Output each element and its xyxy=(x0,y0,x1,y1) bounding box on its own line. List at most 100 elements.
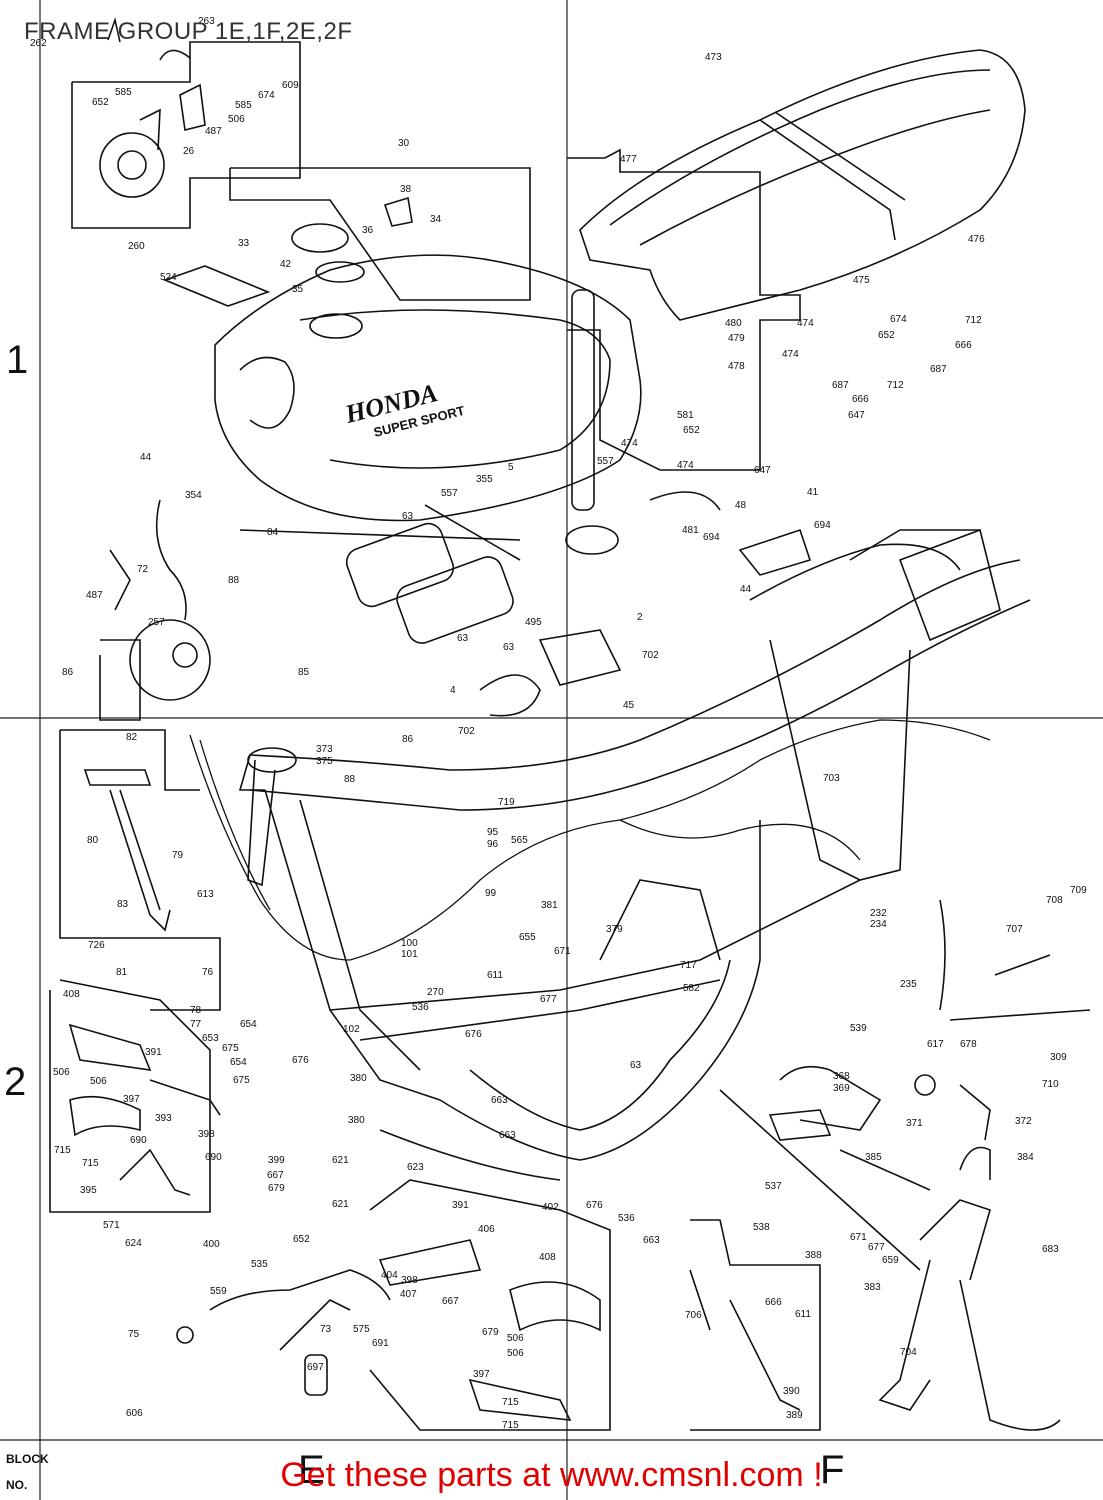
part-number-callout: 582 xyxy=(683,983,700,994)
part-number-callout: 621 xyxy=(332,1199,349,1210)
frame xyxy=(238,528,1031,1181)
part-number-callout: 524 xyxy=(160,272,177,283)
part-number-callout: 44 xyxy=(140,452,152,463)
part-number-callout: 63 xyxy=(630,1060,642,1071)
part-number-callout: 677 xyxy=(868,1242,885,1253)
col-label-e: E xyxy=(298,1448,325,1492)
part-number-callout: 655 xyxy=(519,932,536,943)
part-number-callout: 384 xyxy=(1017,1152,1034,1163)
part-number-callout: 232 xyxy=(870,908,887,919)
part-number-callout: 707 xyxy=(1006,924,1023,935)
part-number-callout: 674 xyxy=(258,90,275,101)
part-number-callout: 565 xyxy=(511,835,528,846)
part-number-callout: 379 xyxy=(606,924,623,935)
part-number-callout: 538 xyxy=(753,1222,770,1233)
part-number-callout: 704 xyxy=(900,1347,917,1358)
part-number-callout: 676 xyxy=(586,1200,603,1211)
part-number-callout: 63 xyxy=(402,511,414,522)
part-number-callout: 408 xyxy=(539,1252,556,1263)
part-number-callout: 88 xyxy=(344,774,356,785)
part-number-callout: 35 xyxy=(292,284,304,295)
part-number-callout: 710 xyxy=(1042,1079,1059,1090)
row-label-2: 2 xyxy=(4,1060,27,1104)
ignition-coils xyxy=(239,504,521,644)
part-number-callout: 506 xyxy=(228,114,245,125)
part-number-callout: 687 xyxy=(832,380,849,391)
part-number-callout: 697 xyxy=(307,1362,324,1373)
part-number-callout: 480 xyxy=(725,318,742,329)
part-number-callout: 72 xyxy=(137,564,149,575)
part-number-callout: 609 xyxy=(282,80,299,91)
part-number-callout: 676 xyxy=(292,1055,309,1066)
part-number-callout: 647 xyxy=(848,410,865,421)
kick-pedal-box xyxy=(59,729,221,1011)
part-number-callout: 663 xyxy=(499,1130,516,1141)
block-label-line-1: BLOCK xyxy=(6,1452,49,1466)
footrest-right-box xyxy=(369,1179,611,1431)
part-number-callout: 73 xyxy=(320,1324,332,1335)
part-number-callout: 2 xyxy=(637,612,643,623)
part-number-callout: 76 xyxy=(202,967,214,978)
part-number-callout: 260 xyxy=(128,241,145,252)
brake-pedal xyxy=(176,1269,391,1396)
part-number-callout: 691 xyxy=(372,1338,389,1349)
part-number-callout: 709 xyxy=(1070,885,1087,896)
part-number-callout: 666 xyxy=(852,394,869,405)
part-number-callout: 585 xyxy=(115,87,132,98)
part-number-callout: 690 xyxy=(130,1135,147,1146)
part-number-callout: 652 xyxy=(878,330,895,341)
part-number-callout: 675 xyxy=(233,1075,250,1086)
part-number-callout: 537 xyxy=(765,1181,782,1192)
part-number-callout: 373 xyxy=(316,744,333,755)
part-number-callout: 703 xyxy=(823,773,840,784)
part-number-callout: 667 xyxy=(442,1296,459,1307)
part-number-callout: 506 xyxy=(53,1067,70,1078)
part-number-callout: 262 xyxy=(30,38,47,49)
part-number-callout: 539 xyxy=(850,1023,867,1034)
part-number-callout: 86 xyxy=(402,734,414,745)
part-number-callout: 41 xyxy=(807,487,819,498)
cable-232 xyxy=(939,899,946,1011)
part-number-callout: 80 xyxy=(87,835,99,846)
part-number-callout: 406 xyxy=(478,1224,495,1235)
part-number-callout: 388 xyxy=(805,1250,822,1261)
part-number-callout: 611 xyxy=(795,1309,811,1320)
part-number-callout: 676 xyxy=(465,1029,482,1040)
steering-parts xyxy=(479,289,812,717)
part-number-callout: 694 xyxy=(703,532,720,543)
part-number-callout: 473 xyxy=(705,52,722,63)
part-number-callout: 652 xyxy=(92,97,109,108)
part-number-callout: 474 xyxy=(621,438,638,449)
part-number-callout: 85 xyxy=(298,667,310,678)
part-number-callout: 38 xyxy=(400,184,412,195)
part-number-callout: 381 xyxy=(541,900,558,911)
part-number-callout: 536 xyxy=(412,1002,429,1013)
part-number-callout: 495 xyxy=(525,617,542,628)
part-number-callout: 535 xyxy=(251,1259,268,1270)
cable-309 xyxy=(949,1009,1091,1021)
row-label-1: 1 xyxy=(6,338,29,382)
part-number-callout: 380 xyxy=(348,1115,365,1126)
part-number-callout: 398 xyxy=(401,1275,418,1286)
promo-link[interactable]: Get these parts at www.cmsnl.com ! xyxy=(280,1456,823,1494)
part-number-callout: 479 xyxy=(728,333,745,344)
seat xyxy=(579,49,1026,321)
part-number-callout: 79 xyxy=(172,850,184,861)
part-number-callout: 407 xyxy=(400,1289,417,1300)
part-number-callout: 690 xyxy=(205,1152,222,1163)
part-number-callout: 33 xyxy=(238,238,250,249)
drawing xyxy=(49,17,1091,1431)
part-number-callout: 715 xyxy=(82,1158,99,1169)
block-label-line-2: NO. xyxy=(6,1478,28,1492)
part-number-callout: 581 xyxy=(677,410,694,421)
part-number-callout: 5 xyxy=(508,462,514,473)
part-number-callout: 663 xyxy=(643,1235,660,1246)
part-number-callout: 81 xyxy=(116,967,128,978)
part-number-callout: 400 xyxy=(203,1239,220,1250)
part-number-callout: 652 xyxy=(683,425,700,436)
seat-parts-box xyxy=(567,148,801,471)
part-number-callout: 88 xyxy=(228,575,240,586)
part-number-callout: 391 xyxy=(145,1047,162,1058)
